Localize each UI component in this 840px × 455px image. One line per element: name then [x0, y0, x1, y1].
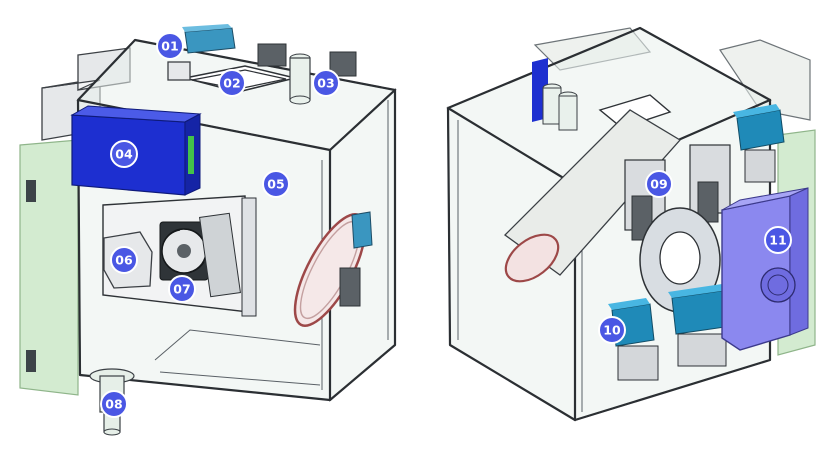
circular-glass-port	[293, 211, 373, 327]
badge-06-label: 06	[115, 253, 133, 268]
badge-08: 08	[100, 390, 128, 418]
badge-01: 01	[156, 32, 184, 60]
right-top-cylinders	[542, 83, 578, 131]
badge-07: 07	[168, 275, 196, 303]
right-view-assembly	[446, 26, 816, 422]
badge-04-label: 04	[115, 147, 133, 162]
badge-09: 09	[645, 170, 673, 198]
top-teal-block	[167, 24, 236, 81]
badge-11-label: 11	[769, 233, 786, 248]
badge-05: 05	[262, 170, 290, 198]
badge-03: 03	[312, 69, 340, 97]
badge-11: 11	[764, 226, 792, 254]
circular-flange	[639, 207, 721, 313]
badge-06: 06	[110, 246, 138, 274]
badge-10-label: 10	[603, 323, 621, 338]
purple-fan-box	[721, 187, 809, 351]
left-side-green-door	[19, 139, 79, 396]
fan-mounting-plate	[102, 195, 257, 317]
callout-badges: 01 02 03 04 05 06 07 08	[100, 32, 792, 418]
badge-08-label: 08	[105, 397, 122, 412]
badge-10: 10	[598, 316, 626, 344]
badge-02: 02	[218, 69, 246, 97]
badge-07-label: 07	[173, 282, 190, 297]
badge-03-label: 03	[317, 76, 334, 91]
badge-09-label: 09	[650, 177, 667, 192]
badge-04: 04	[110, 140, 138, 168]
right-diagonal-chute	[504, 109, 682, 283]
badge-05-label: 05	[267, 177, 284, 192]
badge-01-label: 01	[161, 39, 178, 54]
badge-02-label: 02	[223, 76, 240, 91]
